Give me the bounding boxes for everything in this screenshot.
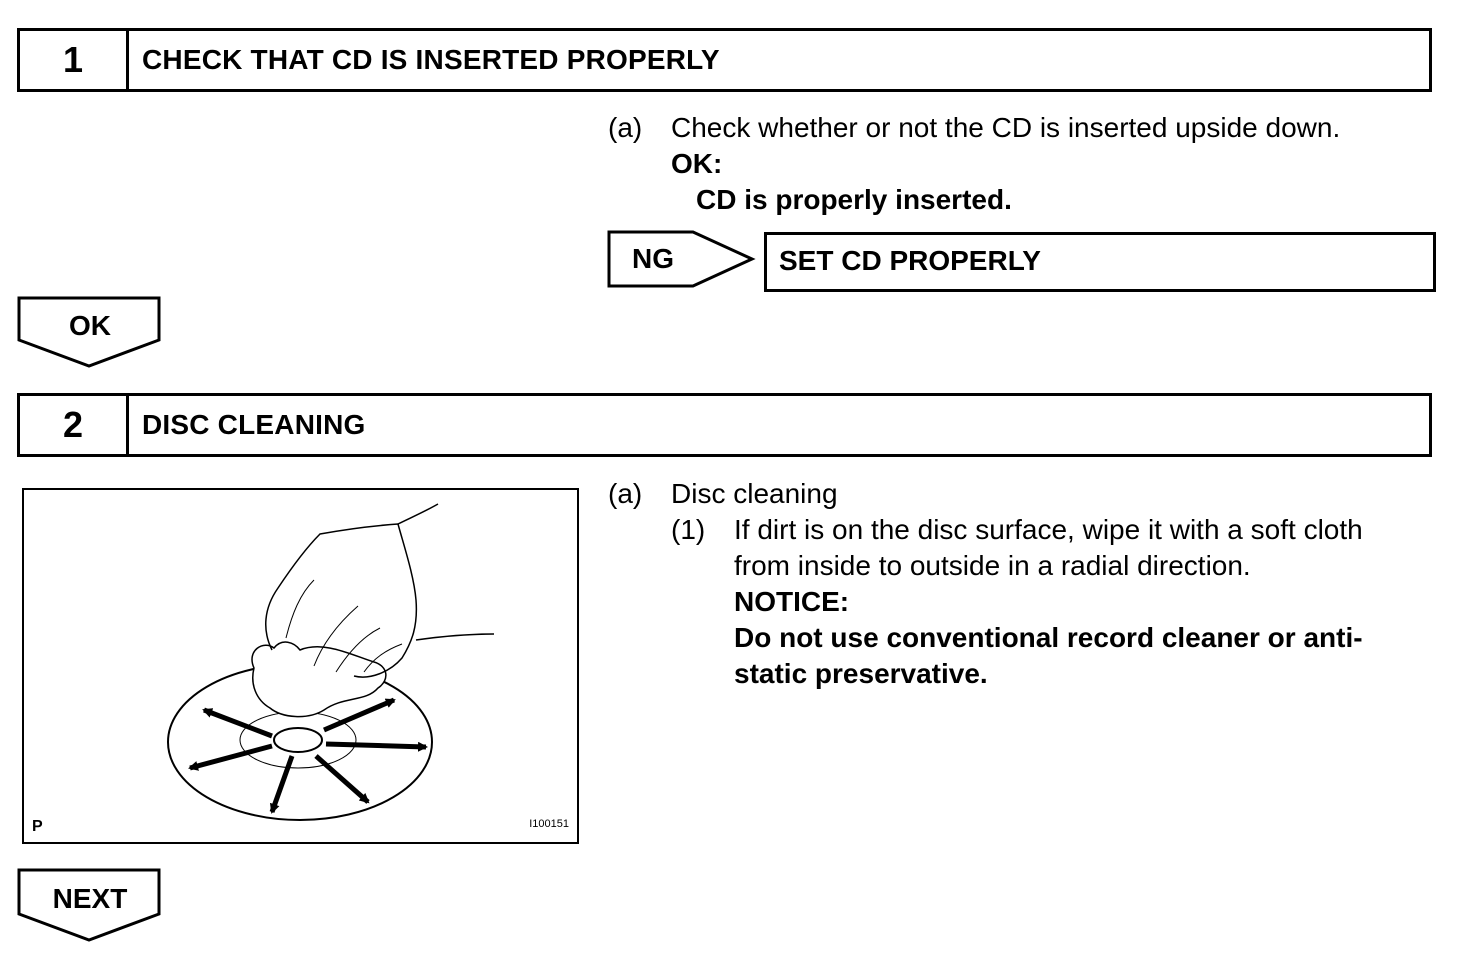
disc-center-hole bbox=[273, 727, 323, 753]
ok-flow-label: OK bbox=[69, 310, 111, 341]
step-2-title: DISC CLEANING bbox=[142, 409, 366, 440]
disc-inner-ring bbox=[239, 711, 357, 769]
ng-label: NG bbox=[632, 243, 674, 274]
step-1-title: CHECK THAT CD IS INSERTED PROPERLY bbox=[142, 44, 720, 75]
ok-flow-arrow bbox=[17, 296, 161, 368]
figure-id: I100151 bbox=[529, 818, 569, 830]
notice-line-1: Do not use conventional record cleaner o… bbox=[734, 622, 1363, 653]
step-1-item-text: Check whether or not the CD is inserted … bbox=[671, 112, 1341, 143]
notice-label: NOTICE: bbox=[734, 586, 850, 617]
step-2-number: 2 bbox=[20, 396, 129, 454]
next-flow-arrow bbox=[17, 868, 161, 942]
notice-line-2: static preservative. bbox=[734, 658, 988, 689]
step-1-header: 1 CHECK THAT CD IS INSERTED PROPERLY bbox=[17, 28, 1432, 92]
step-1-number: 1 bbox=[20, 31, 129, 89]
step-2-item-text: Disc cleaning bbox=[671, 478, 838, 509]
step-2-sub-line-2: from inside to outside in a radial direc… bbox=[734, 550, 1251, 581]
ng-arrow-box bbox=[607, 230, 756, 288]
next-flow-label: NEXT bbox=[52, 883, 128, 914]
disc-wipe-drawing bbox=[167, 503, 495, 821]
cloth-shape bbox=[251, 641, 387, 718]
step-2-item-marker: (a) bbox=[608, 478, 643, 509]
step-1-ok-label: OK: bbox=[671, 148, 723, 179]
disc-cleaning-illustration: P I100151 bbox=[22, 488, 579, 844]
step-1-ok-text: CD is properly inserted. bbox=[696, 184, 1012, 215]
sleeve-outline bbox=[397, 503, 439, 525]
ng-result-box: SET CD PROPERLY bbox=[764, 232, 1436, 292]
step-2-sub-marker: (1) bbox=[671, 514, 706, 545]
figure-corner-label: P bbox=[32, 818, 43, 835]
hand-outline bbox=[265, 523, 418, 678]
step-2-sub-line-1: If dirt is on the disc surface, wipe it … bbox=[734, 514, 1363, 545]
step-1-item-marker: (a) bbox=[608, 112, 643, 143]
step-2-header: 2 DISC CLEANING bbox=[17, 393, 1432, 457]
